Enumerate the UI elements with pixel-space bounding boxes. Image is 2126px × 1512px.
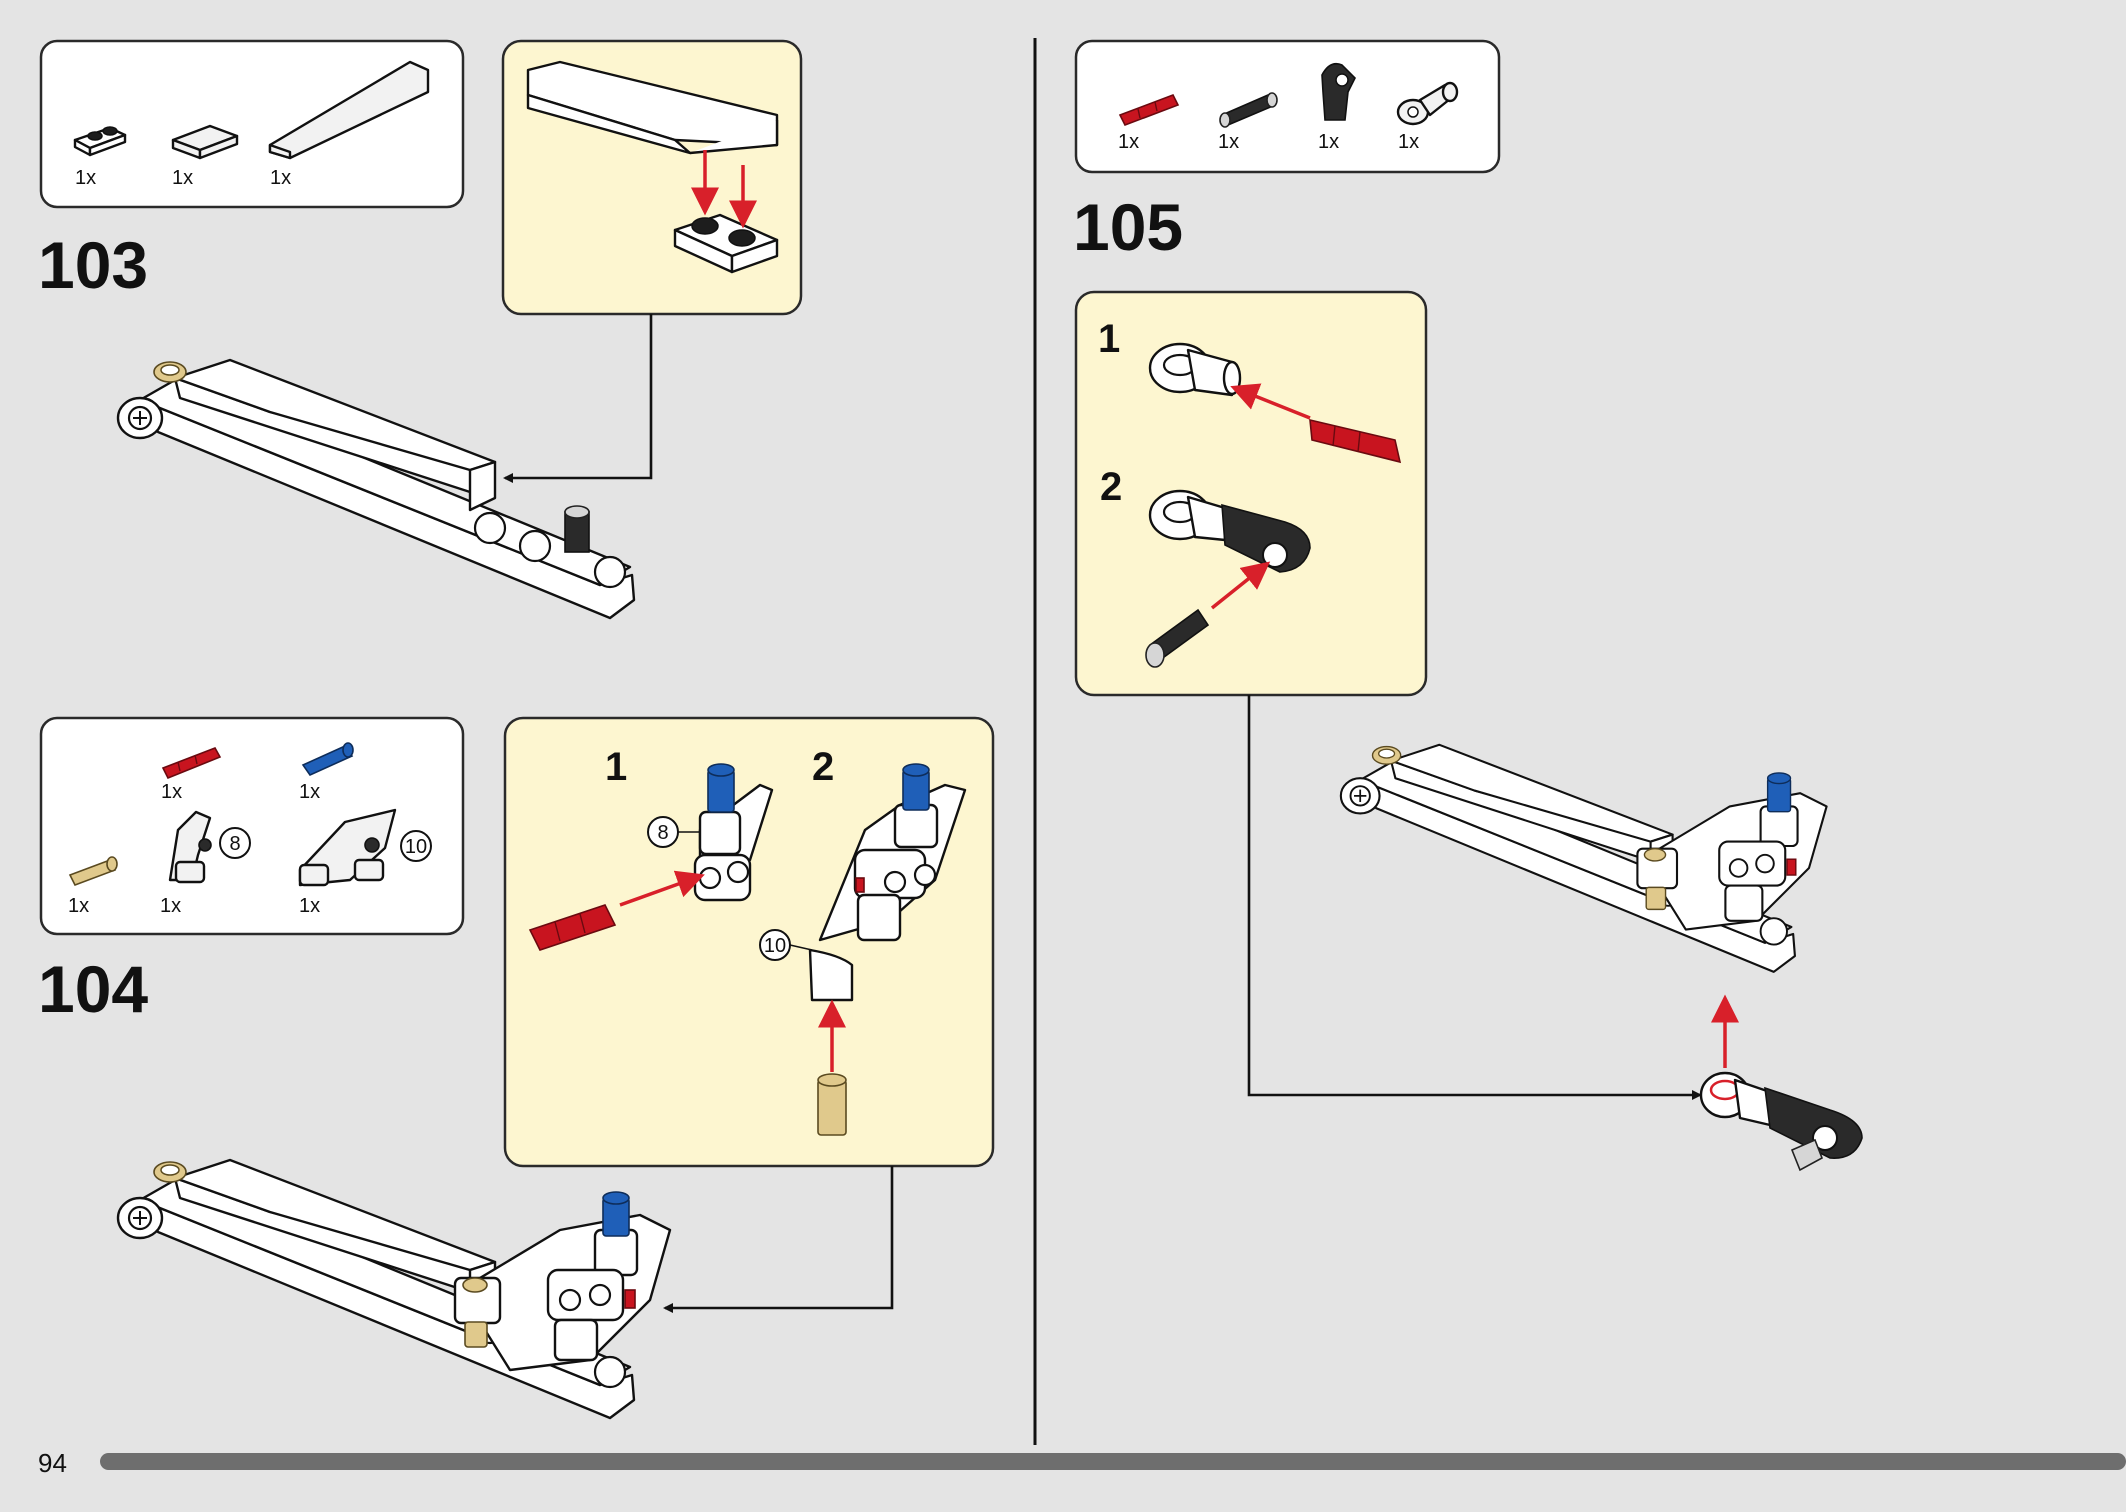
wedge-attach-diagram (526, 60, 779, 274)
sub-assembly-1: 8 (528, 763, 774, 951)
callout-105 (1074, 290, 1428, 697)
step-103: 1x 1x 1x 103 (38, 39, 803, 620)
qty-label: 1x (270, 167, 291, 189)
qty-label: 1x (160, 895, 181, 917)
parts-list-105 (1074, 39, 1501, 174)
ref-number: 8 (657, 822, 668, 844)
assembly-103 (116, 358, 636, 620)
ref-number: 10 (405, 836, 427, 858)
progress-bar (100, 1453, 2126, 1470)
black-axle-pin-icon (1219, 92, 1278, 128)
step-number: 104 (38, 952, 148, 1026)
white-connector-10-icon: 10 (298, 808, 432, 887)
assembly-105 (1339, 743, 1863, 1172)
sub-assembly-2 (1145, 489, 1311, 668)
step-104: 1x 1x 1x 8 1x 10 1x (38, 716, 995, 1420)
qty-label: 1x (1398, 131, 1419, 153)
red-axle-3-icon (1118, 93, 1180, 127)
sub-assembly-1 (1148, 342, 1402, 464)
step-105: 1x 1x 1x 1x 105 1 2 (1073, 39, 1863, 1172)
qty-label: 1x (1318, 131, 1339, 153)
qty-label: 1x (75, 167, 96, 189)
qty-label: 1x (172, 167, 193, 189)
step-number: 103 (38, 228, 148, 302)
white-connector-8-icon: 8 (168, 810, 251, 884)
red-axle-3-icon (161, 747, 222, 780)
tan-pin-icon (68, 856, 118, 887)
sub-assembly-2: 10 (759, 763, 967, 1136)
sub-step-number: 1 (1098, 317, 1120, 361)
ref-number: 8 (229, 833, 240, 855)
white-tile-1x2-icon (171, 124, 239, 160)
qty-label: 1x (1118, 131, 1139, 153)
qty-label: 1x (161, 781, 182, 803)
page-number: 94 (38, 1448, 67, 1478)
white-wedge-slope-icon (268, 60, 430, 160)
sub-step-number: 2 (1100, 465, 1122, 509)
ref-number: 10 (764, 935, 786, 957)
qty-label: 1x (68, 895, 89, 917)
white-plate-1x2-icon (73, 126, 127, 157)
parts-list-103 (39, 39, 465, 209)
qty-label: 1x (1218, 131, 1239, 153)
white-pin-connector-icon (1396, 81, 1459, 126)
sub-step-number: 1 (605, 745, 627, 789)
black-angle-connector-icon (1321, 62, 1356, 121)
step-number: 105 (1073, 190, 1183, 264)
qty-label: 1x (299, 781, 320, 803)
parts-list-104 (39, 716, 465, 936)
blue-axle-pin-icon (301, 742, 354, 777)
sub-step-number: 2 (812, 745, 834, 789)
assembly-104 (116, 1158, 672, 1420)
qty-label: 1x (299, 895, 320, 917)
